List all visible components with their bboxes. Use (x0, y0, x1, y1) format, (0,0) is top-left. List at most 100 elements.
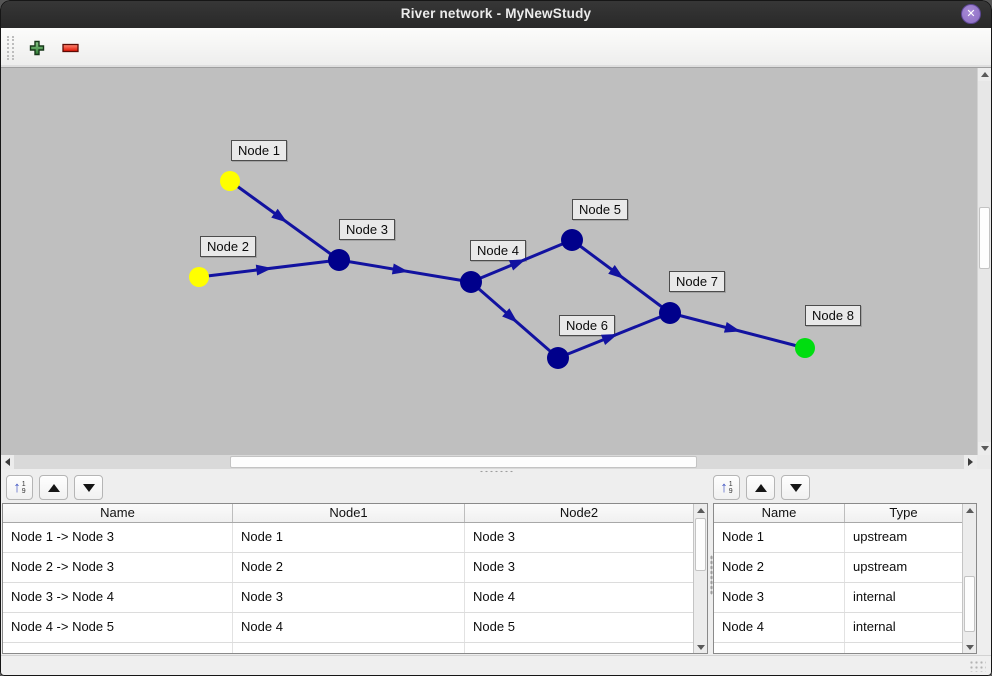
down-arrow-icon (82, 483, 95, 492)
node-label[interactable]: Node 4 (470, 240, 526, 261)
column-header-node2[interactable]: Node2 (559, 505, 599, 520)
canvas-vscrollbar[interactable] (977, 68, 991, 455)
arrow-down-icon (696, 644, 705, 650)
scroll-right-button[interactable] (964, 455, 977, 469)
scroll-left-button[interactable] (1, 455, 14, 469)
column-header-name[interactable]: Name (714, 504, 845, 522)
arrow-up-icon (965, 507, 974, 513)
status-bar (1, 655, 991, 675)
close-icon: ✕ (966, 8, 976, 20)
cell (845, 643, 962, 653)
splitter-grip-icon (710, 555, 713, 595)
resize-grip-icon[interactable] (968, 659, 986, 672)
column-header-type[interactable]: Type (889, 505, 918, 520)
cell: Node 3 (473, 559, 515, 574)
node-label[interactable]: Node 1 (231, 140, 287, 161)
branch-move-up-button[interactable] (39, 475, 68, 500)
scroll-thumb[interactable] (695, 518, 706, 571)
arrow-right-icon (968, 458, 973, 466)
cell (3, 643, 233, 653)
toolbar-grip[interactable] (7, 35, 14, 60)
cell: internal (853, 589, 896, 604)
node-label[interactable]: Node 3 (339, 219, 395, 240)
cell: Node 1 (714, 523, 845, 552)
splitter-grip-icon (479, 470, 515, 473)
node-label[interactable]: Node 8 (805, 305, 861, 326)
node-row[interactable]: Node 3 internal (714, 583, 962, 613)
node-label[interactable]: Node 7 (669, 271, 725, 292)
scroll-down-button[interactable] (978, 442, 991, 455)
node-label[interactable]: Node 6 (559, 315, 615, 336)
node-move-down-button[interactable] (781, 475, 810, 500)
branch-row-partial (3, 643, 693, 653)
arrow-down-icon (980, 446, 989, 451)
minus-icon (62, 43, 79, 52)
arrow-up-icon (980, 72, 989, 77)
plus-icon (29, 40, 45, 55)
node-label[interactable]: Node 5 (572, 199, 628, 220)
close-button[interactable]: ✕ (961, 4, 981, 24)
arrow-left-icon (5, 458, 10, 466)
river-canvas[interactable]: Node 1 Node 2 Node 3 Node 4 Node 5 Node 6 Node… (1, 68, 977, 455)
vscroll-thumb[interactable] (979, 207, 990, 269)
up-arrow-icon (754, 483, 767, 492)
pane-splitter-horizontal[interactable] (1, 469, 991, 473)
add-button[interactable] (24, 35, 50, 61)
cell: Node 2 (714, 553, 845, 582)
cell: Node 4 -> Node 5 (3, 613, 233, 642)
column-header-node1[interactable]: Node1 (233, 504, 465, 522)
cell: Node 3 (233, 583, 465, 612)
branch-move-down-button[interactable] (74, 475, 103, 500)
node-label[interactable]: Node 2 (200, 236, 256, 257)
arrow-up-icon (696, 507, 705, 513)
cell (233, 643, 465, 653)
branch-table-scrollbar[interactable] (693, 504, 707, 653)
node-table-scrollbar[interactable] (962, 504, 976, 653)
node-labels-layer: Node 1 Node 2 Node 3 Node 4 Node 5 Node 6 Node… (1, 68, 977, 455)
scroll-up-button[interactable] (978, 68, 991, 81)
remove-button[interactable] (58, 35, 84, 61)
scroll-down-button[interactable] (963, 641, 976, 653)
canvas-hscrollbar[interactable] (1, 455, 977, 469)
scroll-up-button[interactable] (963, 504, 976, 516)
hscroll-thumb[interactable] (230, 456, 697, 468)
cell: internal (853, 619, 896, 634)
cell: Node 4 (473, 589, 515, 604)
node-row-partial (714, 643, 962, 653)
main-toolbar (1, 28, 991, 68)
cell: Node 5 (473, 619, 515, 634)
cell: Node 2 (233, 553, 465, 582)
down-arrow-icon (789, 483, 802, 492)
cell: Node 1 (233, 523, 465, 552)
cell: Node 3 (714, 583, 845, 612)
node-table-header: Name Type (714, 504, 962, 523)
column-header-name[interactable]: Name (3, 504, 233, 522)
node-row[interactable]: Node 4 internal (714, 613, 962, 643)
titlebar[interactable]: River network - MyNewStudy ✕ (0, 0, 992, 28)
scroll-thumb[interactable] (964, 576, 975, 632)
cell: Node 4 (233, 613, 465, 642)
cell: Node 4 (714, 613, 845, 642)
scroll-down-button[interactable] (694, 641, 707, 653)
scroll-up-button[interactable] (694, 504, 707, 516)
arrow-down-icon (965, 644, 974, 650)
node-move-up-button[interactable] (746, 475, 775, 500)
cell (714, 643, 845, 653)
pane-splitter-vertical[interactable] (709, 503, 713, 654)
